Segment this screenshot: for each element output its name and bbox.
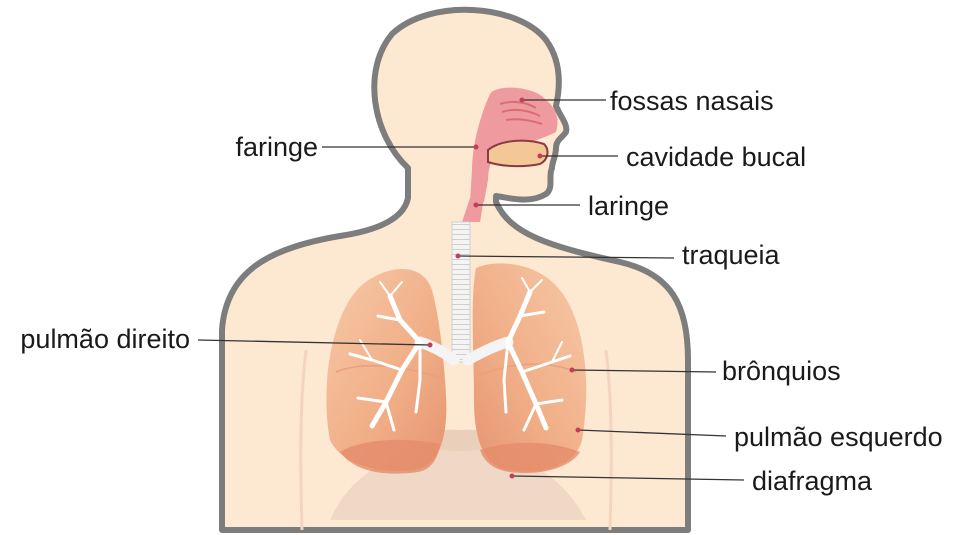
dot-diafragma — [510, 474, 515, 479]
dot-fossas-nasais — [520, 98, 525, 103]
dot-traqueia — [456, 254, 461, 259]
dot-pulmao-direito — [428, 343, 433, 348]
label-laringe: laringe — [588, 191, 669, 221]
label-bronquios: brônquios — [722, 356, 841, 386]
label-pulmao-esquerdo: pulmão esquerdo — [734, 422, 943, 452]
dot-pulmao-esquerdo — [576, 428, 581, 433]
dot-bronquios — [570, 368, 575, 373]
dot-cavidade-bucal — [538, 154, 543, 159]
dot-faringe — [474, 145, 479, 150]
oral-cavity — [488, 141, 547, 167]
dot-laringe — [474, 203, 479, 208]
label-fossas-nasais: fossas nasais — [610, 86, 774, 116]
label-diafragma: diafragma — [752, 466, 873, 496]
label-traqueia: traqueia — [682, 240, 781, 270]
trachea — [452, 222, 470, 362]
label-faringe: faringe — [235, 132, 318, 162]
label-pulmao-direito: pulmão direito — [20, 324, 190, 354]
label-cavidade-bucal: cavidade bucal — [626, 142, 806, 172]
